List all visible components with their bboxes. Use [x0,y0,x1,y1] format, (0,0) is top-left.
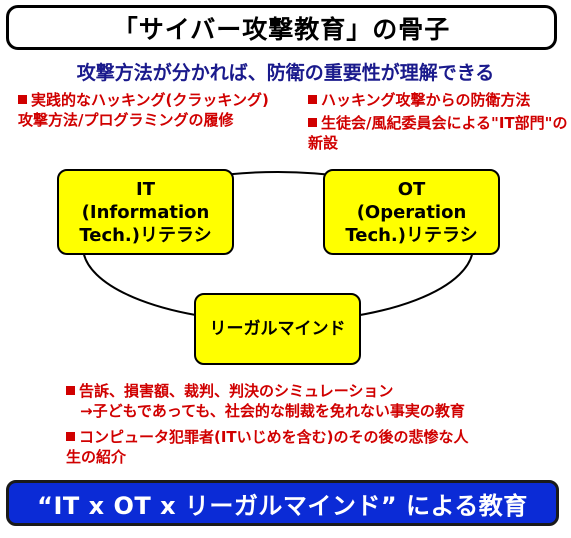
node-ot-literacy: OT (Operation Tech.)リテラシ [323,169,500,255]
bullet-text: 実践的なハッキング(クラッキング)攻撃方法/プログラミングの履修 [18,91,269,129]
bullet-square-icon [18,95,27,104]
bullet-text: 生徒会/風紀委員会による"IT部門"の新設 [308,114,568,152]
bullet-text: ハッキング攻撃からの防衛方法 [321,91,531,109]
bullet-text-line-2: →子どもであっても、社会的な制裁を免れない事実の教育 [80,402,465,420]
bullet-defense-method: ハッキング攻撃からの防衛方法 [308,90,568,110]
footer-banner: “IT x OT x リーガルマインド” による教育 [6,480,559,526]
page-title: 「サイバー攻撃教育」の骨子 [112,14,451,44]
bullet-square-icon [66,386,75,395]
bullet-text-line-2: 生の紹介 [66,448,127,466]
node-it-literacy: IT (Information Tech.)リテラシ [57,169,234,255]
node-ot-line-1: OT [397,178,426,200]
node-it-line-1: IT [136,178,155,200]
bullet-text-line-1: 告訴、損害額、裁判、判決のシミュレーション [79,382,394,400]
bullet-hacking-practice: 実践的なハッキング(クラッキング)攻撃方法/プログラミングの履修 [18,90,278,130]
node-ot-line-2: (Operation [356,201,467,223]
node-it-line-2: (Information [81,201,210,223]
bullet-it-department: 生徒会/風紀委員会による"IT部門"の新設 [308,113,568,153]
title-box: 「サイバー攻撃教育」の骨子 [6,5,557,50]
node-ot-line-3: Tech.)リテラシ [345,224,478,246]
node-legal-label: リーガルマインド [209,318,346,339]
bullet-square-icon [66,432,75,441]
bullet-trial-simulation: 告訴、損害額、裁判、判決のシミュレーション →子どもであっても、社会的な制裁を免… [66,381,556,421]
subtitle: 攻撃方法が分かれば、防衛の重要性が理解できる [76,62,495,84]
node-it-line-3: Tech.)リテラシ [79,224,212,246]
bullet-criminal-aftermath: コンピュータ犯罪者(ITいじめを含む)のその後の悲惨な人 生の紹介 [66,427,556,467]
bullet-text-line-1: コンピュータ犯罪者(ITいじめを含む)のその後の悲惨な人 [79,428,469,446]
footer-text: “IT x OT x リーガルマインド” による教育 [37,491,528,520]
bullet-square-icon [308,95,317,104]
node-legal-mind: リーガルマインド [194,293,361,365]
bullet-square-icon [308,118,317,127]
